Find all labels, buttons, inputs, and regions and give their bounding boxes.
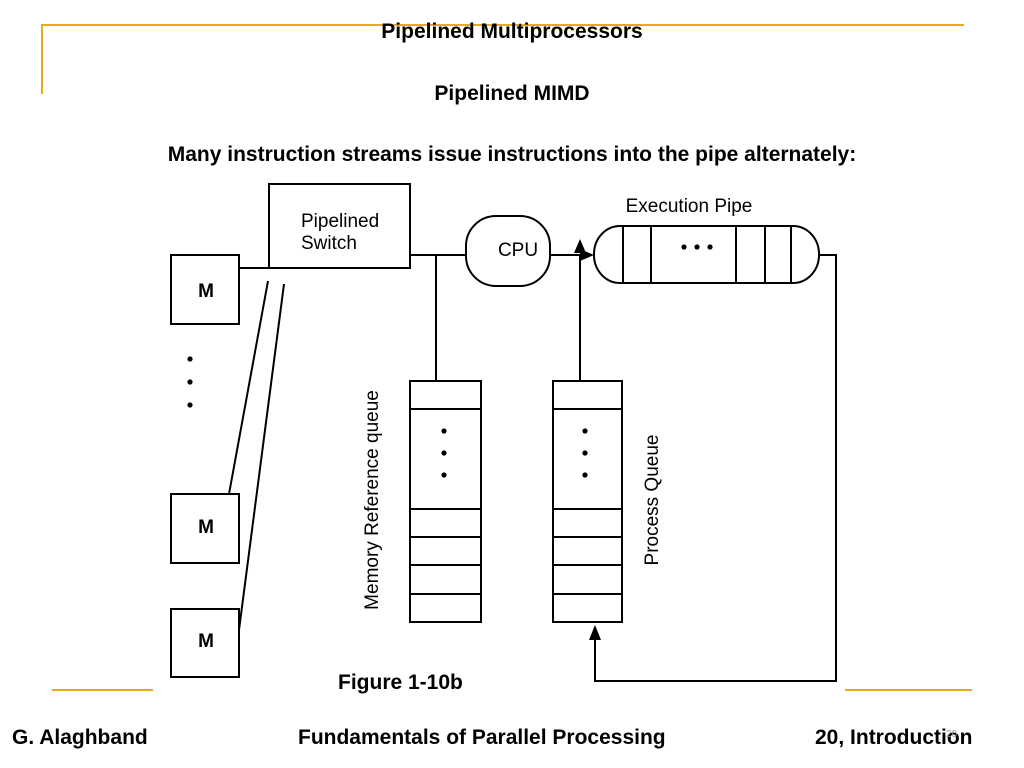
switch-label-line-2: Switch	[301, 233, 357, 254]
slide-description: Many instruction streams issue instructi…	[167, 143, 857, 166]
accent-line-top	[41, 24, 964, 26]
process-queue-label: Process Queue	[642, 435, 663, 566]
memory-module-label: M	[198, 281, 214, 302]
cpu-label: CPU	[498, 240, 538, 261]
execution-pipe	[593, 225, 820, 284]
figure-caption: Figure 1-10b	[338, 671, 463, 694]
memory-module-box	[170, 608, 240, 678]
pipelined-switch-box	[268, 183, 411, 269]
footer-author: G. Alaghband	[12, 726, 148, 749]
accent-line-bottom-right	[845, 689, 972, 691]
memory-module-label: M	[198, 517, 214, 538]
memory-queue-label: Memory Reference queue	[362, 390, 383, 610]
cpu-box	[465, 215, 551, 287]
footer-page: 20, Introduction	[815, 726, 973, 749]
memory-module-box	[170, 254, 240, 325]
memory-module-label: M	[198, 631, 214, 652]
memory-reference-queue	[409, 380, 482, 623]
process-queue	[552, 380, 623, 623]
accent-line-bottom-left	[52, 689, 153, 691]
arrow-head-icon	[574, 239, 586, 253]
switch-label-line-1: Pipelined	[301, 211, 379, 232]
arrow-head-icon	[589, 625, 601, 640]
footer-course: Fundamentals of Parallel Processing	[298, 726, 666, 749]
slide-subtitle: Pipelined MIMD	[434, 82, 590, 105]
memory-module-box	[170, 493, 240, 564]
slide-number: 20	[946, 729, 958, 740]
slide-title: Pipelined Multiprocessors	[381, 20, 643, 43]
execution-pipe-label: Execution Pipe	[626, 196, 753, 217]
accent-line-left	[41, 24, 43, 94]
